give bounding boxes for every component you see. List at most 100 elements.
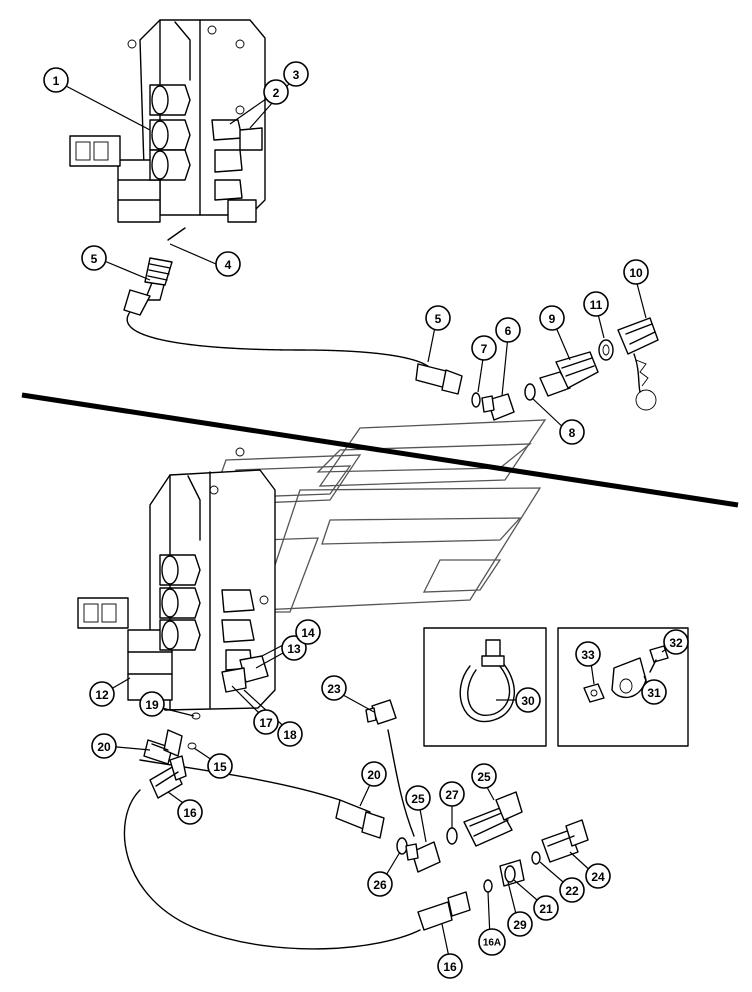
callout-circle xyxy=(43,67,69,93)
section-divider-line xyxy=(21,392,739,508)
callout-c17: 17 xyxy=(253,709,279,735)
callout-circle xyxy=(583,291,609,317)
callout-circle xyxy=(277,721,303,747)
callout-circle xyxy=(559,877,585,903)
callout-c18: 18 xyxy=(277,721,303,747)
callout-circle xyxy=(89,681,115,707)
callout-c20b: 20 xyxy=(361,761,387,787)
callout-circle xyxy=(575,641,601,667)
callout-circle xyxy=(559,419,585,445)
callout-c26: 26 xyxy=(367,871,393,897)
callout-circle xyxy=(367,871,393,897)
callout-label: 21 xyxy=(539,902,553,916)
callout-circle xyxy=(177,799,203,825)
callout-label: 27 xyxy=(445,788,459,802)
callout-label: 18 xyxy=(283,728,297,742)
callout-circle xyxy=(281,635,307,661)
callout-c20a: 20 xyxy=(91,733,117,759)
callout-c2: 2 xyxy=(263,79,289,105)
callout-c16b: 16 xyxy=(437,953,463,979)
upper-hose xyxy=(123,227,431,369)
callout-circle xyxy=(439,781,465,807)
callout-label: 5 xyxy=(91,252,98,266)
callout-circle xyxy=(253,709,279,735)
callout-c23: 23 xyxy=(321,675,347,701)
callout-label: 7 xyxy=(481,342,488,356)
lower-coupler-parts xyxy=(365,699,589,893)
callout-c16A: 16A xyxy=(478,928,506,956)
callout-label: 12 xyxy=(95,688,109,702)
callout-circle xyxy=(533,895,559,921)
callout-c31: 31 xyxy=(641,679,667,705)
callout-label: 17 xyxy=(259,716,273,730)
callout-label: 16 xyxy=(183,806,197,820)
callout-label: 22 xyxy=(565,884,579,898)
callout-c33: 33 xyxy=(575,641,601,667)
callout-label: 19 xyxy=(145,698,159,712)
callout-c30: 30 xyxy=(515,687,541,713)
callout-label: 9 xyxy=(549,312,556,326)
callout-c8: 8 xyxy=(559,419,585,445)
callout-c16a: 16 xyxy=(177,799,203,825)
callout-c4: 4 xyxy=(215,251,241,277)
callout-label: 30 xyxy=(521,694,535,708)
callout-c25a: 25 xyxy=(471,763,497,789)
callout-label: 16A xyxy=(483,938,501,949)
callout-circle xyxy=(405,785,431,811)
inset-clamp-30 xyxy=(423,627,547,747)
callout-circle xyxy=(515,687,541,713)
callout-circle xyxy=(283,61,309,87)
callout-c22: 22 xyxy=(559,877,585,903)
callout-group: 1234556789101112131415161616A17181920202… xyxy=(43,61,689,979)
callout-label: 32 xyxy=(669,636,683,650)
callout-circle xyxy=(295,619,321,645)
callout-label: 3 xyxy=(293,68,300,82)
callout-circle xyxy=(139,691,165,717)
callout-circle xyxy=(539,305,565,331)
callout-label: 25 xyxy=(411,792,425,806)
callout-label: 8 xyxy=(569,426,576,440)
callout-label: 29 xyxy=(513,918,527,932)
lower-hoses xyxy=(123,712,471,950)
callout-label: 20 xyxy=(97,740,111,754)
callout-c14: 14 xyxy=(295,619,321,645)
callout-label: 15 xyxy=(213,760,227,774)
callout-c12: 12 xyxy=(89,681,115,707)
callout-c24: 24 xyxy=(585,863,611,889)
callout-circle xyxy=(207,753,233,779)
upper-coupler-parts xyxy=(415,317,659,421)
callout-c10: 10 xyxy=(623,259,649,285)
callout-circle xyxy=(623,259,649,285)
callout-label: 33 xyxy=(581,648,595,662)
callout-circle xyxy=(471,335,497,361)
callout-c7: 7 xyxy=(471,335,497,361)
callout-circle xyxy=(478,928,506,956)
callout-circle xyxy=(471,763,497,789)
callout-c13: 13 xyxy=(281,635,307,661)
callout-circle xyxy=(425,305,451,331)
callout-circle xyxy=(91,733,117,759)
callout-label: 26 xyxy=(373,878,387,892)
callout-c11: 11 xyxy=(583,291,609,317)
callout-circle xyxy=(641,679,667,705)
watermark-logo xyxy=(209,419,547,613)
callout-circle xyxy=(507,911,533,937)
lower-control-valve xyxy=(77,447,276,711)
callout-c1: 1 xyxy=(43,67,69,93)
callout-c3: 3 xyxy=(283,61,309,87)
callout-circle xyxy=(663,629,689,655)
callout-c5a: 5 xyxy=(81,245,107,271)
upper-control-valve xyxy=(69,19,266,223)
callout-label: 2 xyxy=(273,86,280,100)
callout-circle xyxy=(495,317,521,343)
callout-label: 25 xyxy=(477,770,491,784)
callout-label: 31 xyxy=(647,686,661,700)
callout-label: 23 xyxy=(327,682,341,696)
callout-label: 14 xyxy=(301,626,315,640)
callout-circle xyxy=(81,245,107,271)
callout-label: 6 xyxy=(505,324,512,338)
callout-circle xyxy=(585,863,611,889)
callout-label: 16 xyxy=(443,960,457,974)
